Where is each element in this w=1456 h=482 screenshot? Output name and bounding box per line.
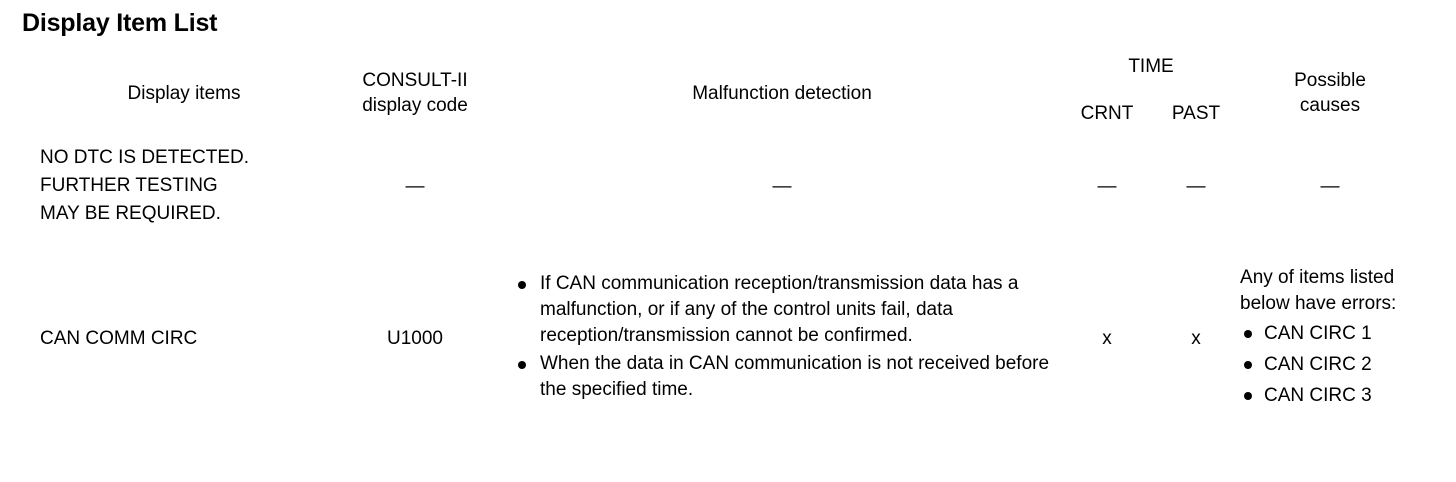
list-item: When the data in CAN communication is no… (516, 351, 1052, 403)
list-item: CAN CIRC 1 (1242, 319, 1410, 348)
cell-time-past: x (1191, 327, 1201, 349)
list-item: CAN CIRC 3 (1242, 381, 1410, 410)
display-item-line: FURTHER TESTING (40, 175, 218, 196)
consult-code-header-line1: CONSULT-II (362, 70, 468, 91)
cell-possible-causes: Any of items listed below have errors: C… (1240, 232, 1420, 444)
display-item-table: Display items CONSULT-II display code Ma… (40, 46, 1420, 444)
cell-time-crnt: — (1097, 175, 1117, 197)
column-header-display-items: Display items (127, 82, 241, 104)
display-item-line: NO DTC IS DETECTED. (40, 147, 250, 168)
cell-possible-causes: — (1320, 175, 1340, 197)
cell-time-past: — (1186, 175, 1206, 197)
possible-causes-list: CAN CIRC 1 CAN CIRC 2 CAN CIRC 3 (1240, 319, 1420, 410)
cell-consult-code: U1000 (387, 327, 443, 349)
cell-consult-code: — (405, 175, 425, 197)
column-header-time-past: PAST (1171, 102, 1221, 124)
cell-display-item: NO DTC IS DETECTED. FURTHER TESTING MAY … (40, 140, 328, 232)
page-title: Display Item List (22, 9, 218, 37)
table-header-row: Display items CONSULT-II display code Ma… (40, 46, 1420, 116)
column-header-possible-causes: Possible causes (1240, 46, 1420, 140)
possible-causes-lead: Any of items listed below have errors: (1240, 266, 1397, 314)
display-item-table-wrapper: Display items CONSULT-II display code Ma… (40, 46, 1420, 444)
table-row: NO DTC IS DETECTED. FURTHER TESTING MAY … (40, 140, 1420, 232)
column-header-malfunction-detection: Malfunction detection (692, 82, 872, 104)
cell-malfunction-detection: — (772, 175, 792, 197)
consult-code-header-line2: display code (362, 95, 468, 116)
possible-causes-header-line2: causes (1299, 95, 1361, 116)
column-header-time-crnt: CRNT (1080, 102, 1134, 124)
list-item: CAN CIRC 2 (1242, 350, 1410, 379)
table-row: CAN COMM CIRC U1000 If CAN communication… (40, 232, 1420, 444)
table-subheader-row: CRNT PAST (40, 87, 1420, 140)
display-item-line: MAY BE REQUIRED. (40, 203, 221, 224)
column-header-time: TIME (1128, 55, 1174, 77)
malfunction-detection-list: If CAN communication reception/transmiss… (502, 271, 1062, 403)
cell-display-item: CAN COMM CIRC (40, 327, 198, 349)
possible-causes-header-line1: Possible (1294, 70, 1366, 91)
cell-malfunction-detection: If CAN communication reception/transmiss… (502, 232, 1062, 444)
column-header-consult-code: CONSULT-II display code (328, 46, 502, 140)
cell-time-crnt: x (1102, 327, 1112, 349)
list-item: If CAN communication reception/transmiss… (516, 271, 1052, 349)
